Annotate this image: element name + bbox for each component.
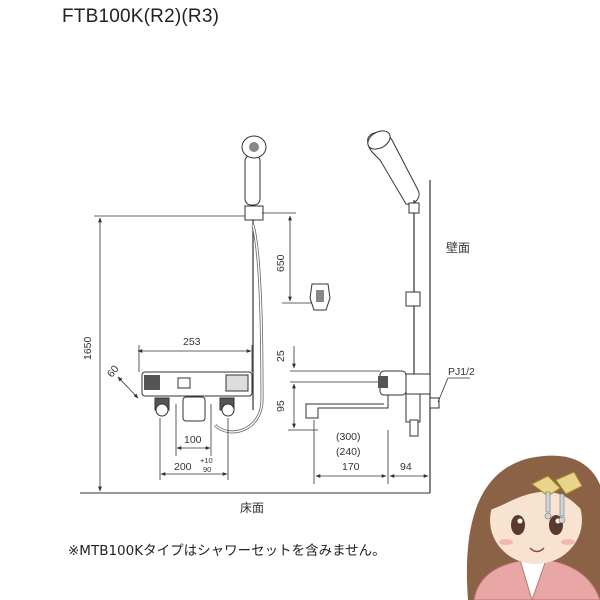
side-view	[288, 130, 470, 493]
dim-200: 200	[174, 461, 192, 473]
footnote: ※MTB100Kタイプはシャワーセットを含みません。	[68, 543, 386, 559]
tol-plus: +10	[200, 456, 213, 465]
dim-1650: 1650	[82, 336, 94, 360]
dim-240: (240)	[336, 446, 361, 458]
wall-label: 壁面	[446, 240, 470, 255]
dim-95: 95	[275, 400, 287, 412]
mascot-eye-left	[511, 515, 525, 535]
hair-ornament-icon	[531, 471, 583, 524]
floor-label: 床面	[240, 501, 264, 515]
model-title: FTB100K(R2)(R3)	[62, 6, 220, 27]
pipe-thread-label: PJ1/2	[448, 366, 475, 378]
mascot-character	[466, 455, 600, 600]
dim-25: 25	[275, 350, 287, 362]
dim-300: (300)	[336, 431, 361, 443]
front-view	[94, 135, 312, 492]
dim-60: 60	[105, 363, 122, 380]
dim-170: 170	[342, 461, 360, 473]
dim-100: 100	[184, 434, 202, 446]
dim-253: 253	[183, 336, 201, 348]
dim-650: 650	[275, 254, 287, 272]
tol-minus: 90	[203, 465, 211, 474]
dim-94: 94	[400, 461, 412, 473]
hanger-detail	[309, 283, 331, 311]
